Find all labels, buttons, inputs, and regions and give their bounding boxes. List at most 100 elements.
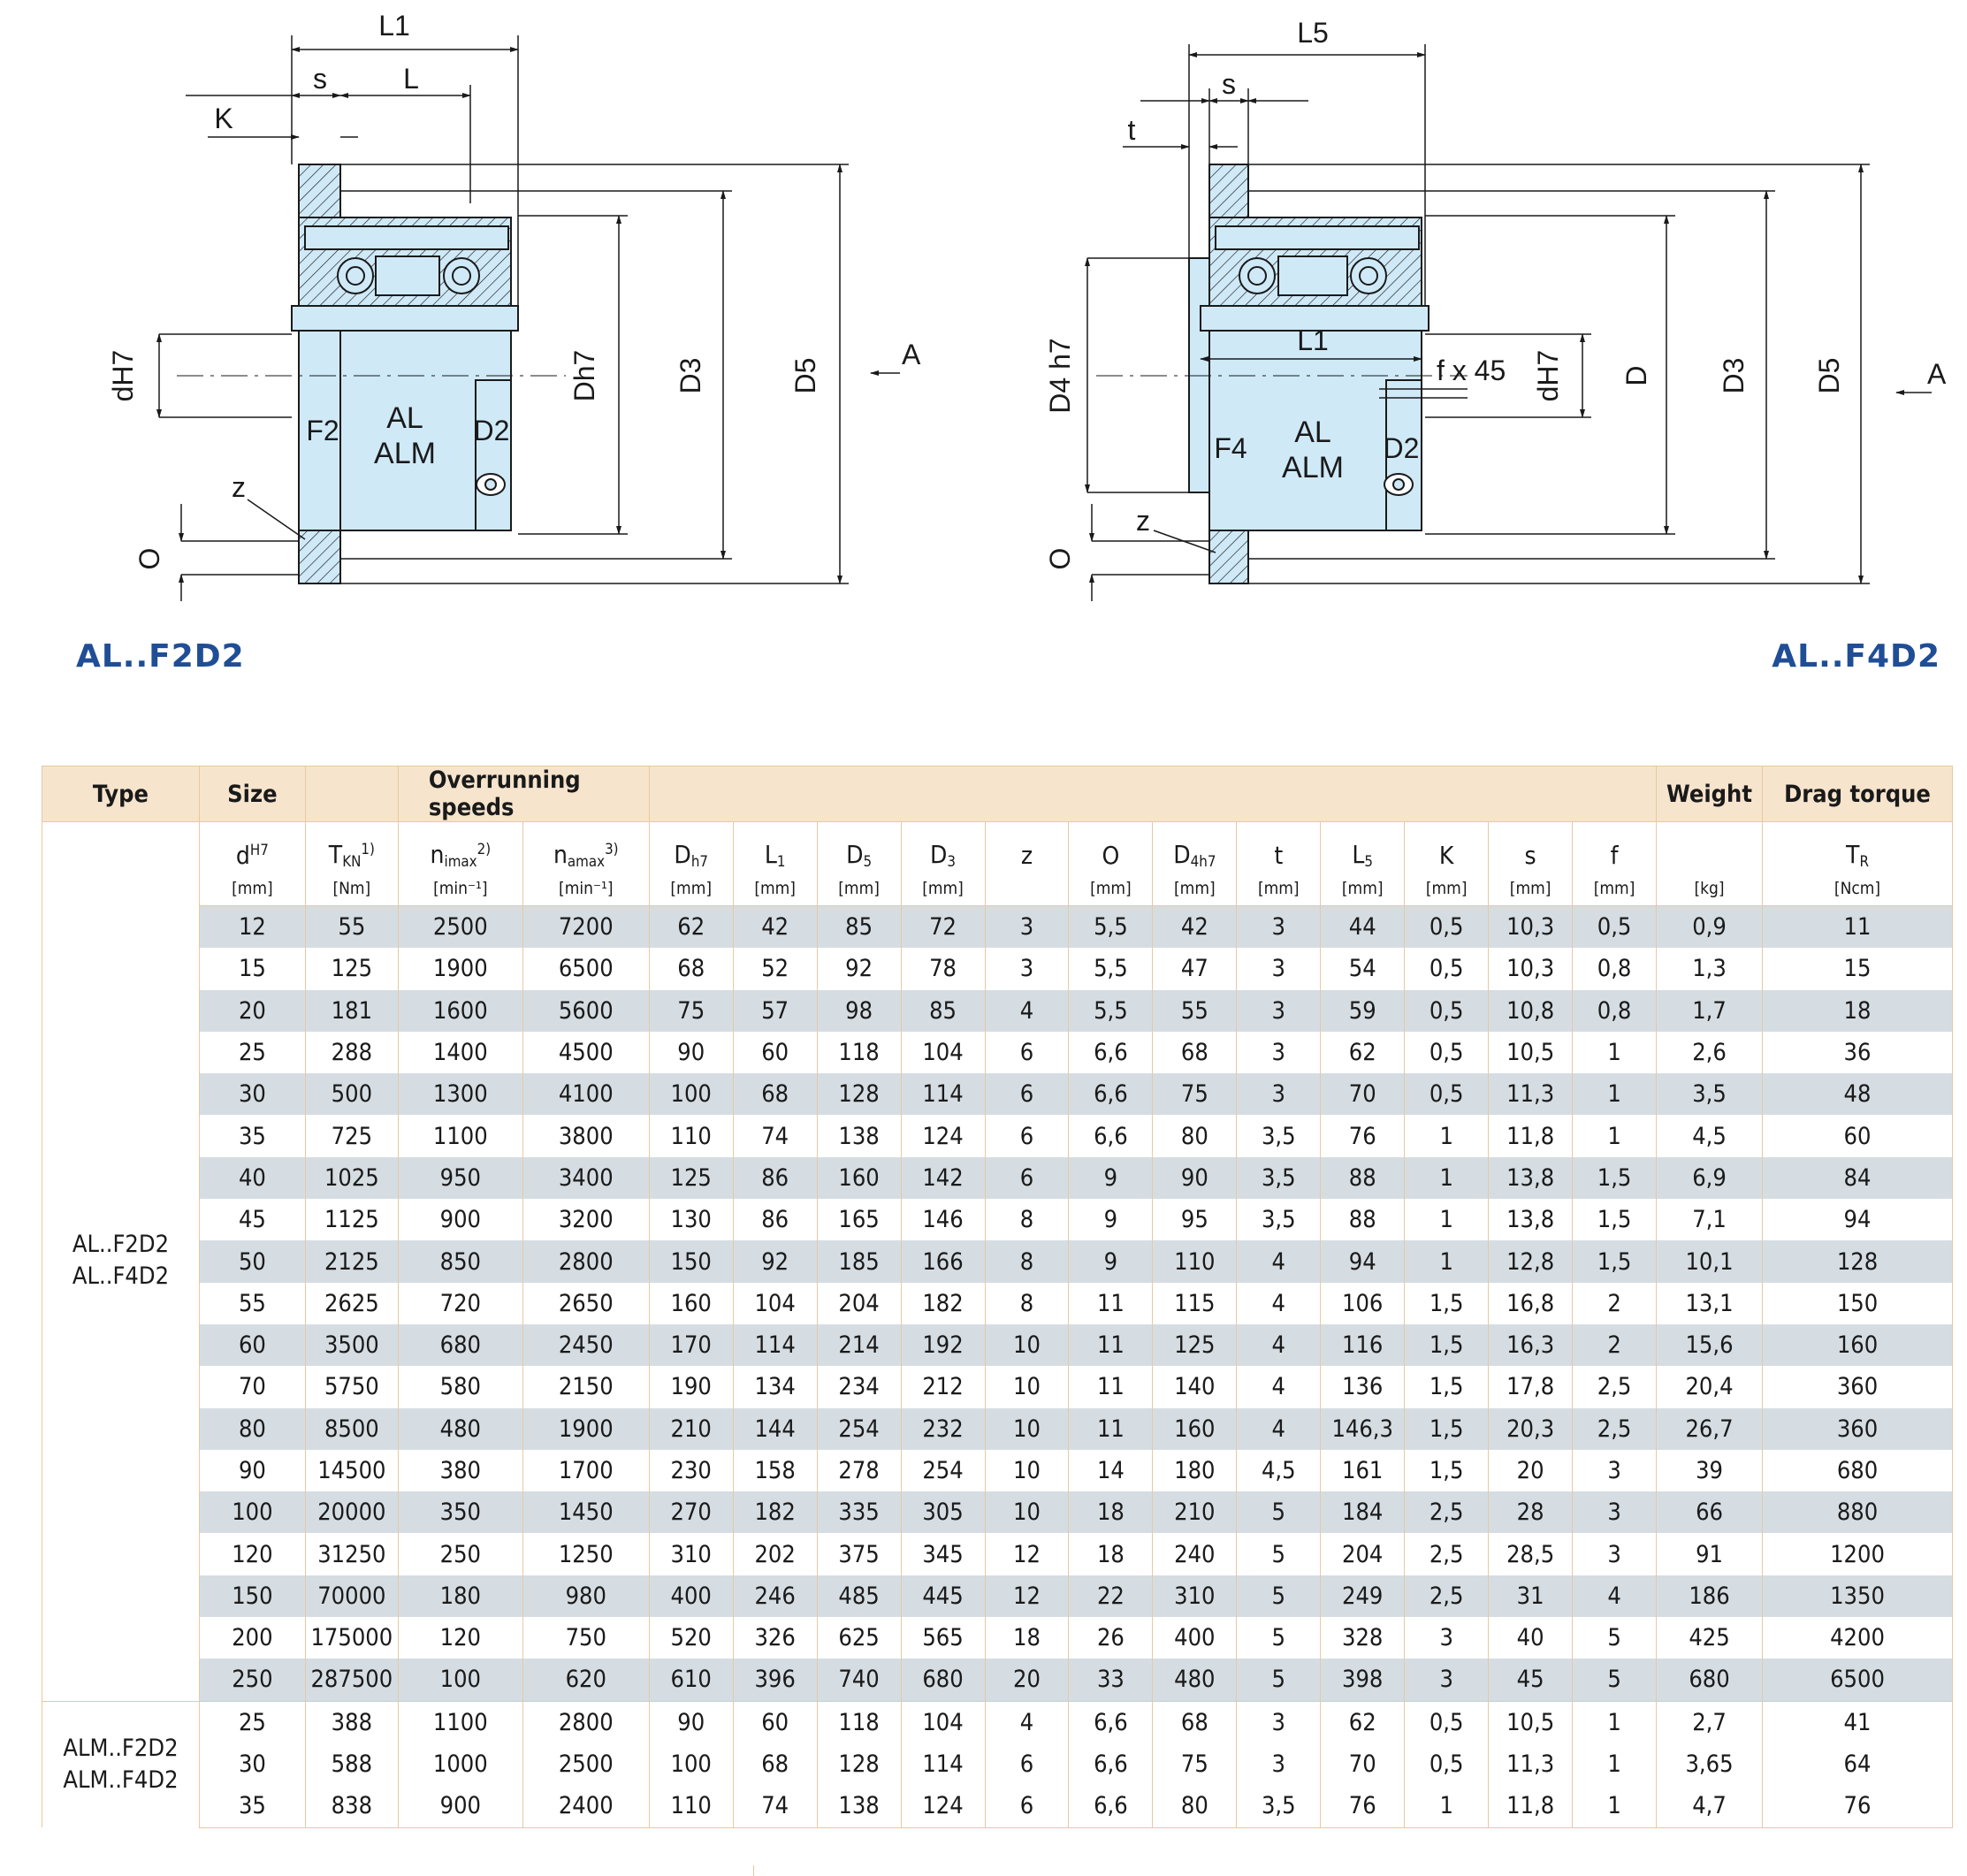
table-cell: 1,3: [1656, 948, 1763, 990]
header-size: Size: [198, 766, 306, 822]
table-cell: 0,5: [1404, 905, 1490, 949]
table-cell: 31250: [304, 1533, 399, 1575]
label-ALM-right: ALM: [1282, 451, 1344, 484]
table-cell: 240: [1152, 1533, 1238, 1575]
table-cell: 210: [648, 1407, 734, 1450]
table-cell: 725: [304, 1115, 399, 1157]
table-cell: 480: [1152, 1659, 1238, 1702]
symbol-subscript: KN: [342, 852, 362, 870]
drawing-left-dimensions: [156, 35, 900, 601]
table-cell: 210: [1152, 1491, 1238, 1534]
table-cell: 335: [816, 1491, 902, 1534]
table-cell: 55: [198, 1282, 306, 1324]
unit-cell: [mm]: [1488, 872, 1574, 906]
table-cell: 13,1: [1656, 1282, 1763, 1324]
table-cell: 88: [1320, 1156, 1406, 1200]
table-cell: 1: [1572, 1785, 1658, 1828]
table-cell: 3: [1572, 1491, 1658, 1534]
table-cell: 28: [1488, 1491, 1574, 1534]
table-cell: 158: [732, 1449, 818, 1492]
table-cell: 0,5: [1404, 989, 1490, 1032]
type-label: AL..F4D2: [72, 1262, 170, 1290]
symbol-text: n: [430, 840, 445, 869]
table-cell: 270: [648, 1491, 734, 1534]
table-cell: 28,5: [1488, 1533, 1574, 1575]
table-cell: 5: [1236, 1575, 1322, 1618]
symbol-cell: L5: [1320, 821, 1406, 872]
table-cell: 138: [816, 1785, 902, 1828]
table-cell: 400: [1152, 1617, 1238, 1659]
symbol-text: L: [764, 840, 777, 869]
table-cell: 0,5: [1404, 1031, 1490, 1074]
symbol-cell: nimax2): [397, 821, 523, 872]
dim-Dh7-left: Dh7: [568, 350, 600, 402]
symbol-cell: D5: [816, 821, 902, 872]
table-cell: 31: [1488, 1575, 1574, 1618]
table-cell: 2: [1572, 1323, 1658, 1367]
table-cell: 7,1: [1656, 1199, 1763, 1241]
table-cell: 3,5: [1656, 1073, 1763, 1116]
table-cell: 10,8: [1488, 989, 1574, 1032]
table-cell: 16,3: [1488, 1323, 1574, 1367]
table-cell: 680: [900, 1659, 986, 1702]
table-cell: 2650: [522, 1282, 650, 1324]
table-cell: 2150: [522, 1366, 650, 1408]
table-cell: 0,5: [1404, 1073, 1490, 1116]
table-cell: 94: [1762, 1199, 1953, 1241]
table-cell: 76: [1320, 1115, 1406, 1157]
table-cell: 114: [732, 1323, 818, 1367]
table-cell: 14500: [304, 1449, 399, 1492]
unit-cell: [mm]: [1320, 872, 1406, 906]
table-cell: 2,5: [1572, 1366, 1658, 1408]
table-cell: 144: [732, 1407, 818, 1450]
table-cell: 1100: [397, 1115, 523, 1157]
table-cell: 2500: [397, 905, 523, 949]
table-cell: 3,5: [1236, 1785, 1322, 1828]
table-cell: 18: [1762, 989, 1953, 1032]
table-cell: 680: [1656, 1659, 1763, 1702]
technical-drawings: L1 s L K dH7 Dh7 D3 D5 A z O F2 AL ALM D…: [107, 10, 1947, 601]
table-cell: 182: [732, 1491, 818, 1534]
table-cell: 57: [732, 989, 818, 1032]
dim-L1-left: L1: [378, 10, 410, 42]
symbol-text: T: [1846, 840, 1860, 869]
table-cell: 1300: [397, 1073, 523, 1116]
table-cell: 5600: [522, 989, 650, 1032]
table-cell: 70: [1320, 1743, 1406, 1786]
table-cell: 160: [1762, 1323, 1953, 1367]
symbol-cell: t: [1236, 821, 1322, 872]
table-cell: 20: [198, 989, 306, 1032]
table-cell: 185: [816, 1240, 902, 1283]
symbol-text: t: [1274, 841, 1284, 870]
table-cell: 26,7: [1656, 1407, 1763, 1450]
table-cell: 9: [1068, 1240, 1154, 1283]
table-cell: 62: [1320, 1700, 1406, 1743]
table-cell: 2800: [522, 1240, 650, 1283]
table-cell: 18: [1068, 1533, 1154, 1575]
drawing-right-text: L5 s t L1 f x 45 D4 h7 dH7 D D3 D5 A z O…: [1044, 17, 1947, 569]
table-cell: 1: [1572, 1115, 1658, 1157]
symbol-cell: D3: [900, 821, 986, 872]
unit-cell: [mm]: [1572, 872, 1658, 906]
symbol-cell: K: [1404, 821, 1490, 872]
table-cell: 750: [522, 1617, 650, 1659]
table-cell: 8500: [304, 1407, 399, 1450]
table-cell: 20: [984, 1659, 1070, 1702]
table-cell: 75: [1152, 1073, 1238, 1116]
table-cell: 200: [198, 1617, 306, 1659]
table-cell: 104: [900, 1031, 986, 1074]
table-cell: 60: [1762, 1115, 1953, 1157]
table-cell: 68: [1152, 1031, 1238, 1074]
table-cell: 1,5: [1404, 1449, 1490, 1492]
table-cell: 44: [1320, 905, 1406, 949]
unit-cell: [984, 872, 1070, 906]
table-cell: 5,5: [1068, 948, 1154, 990]
table-cell: 160: [1152, 1407, 1238, 1450]
table-cell: 1400: [397, 1031, 523, 1074]
symbol-subscript: imax: [444, 852, 477, 870]
